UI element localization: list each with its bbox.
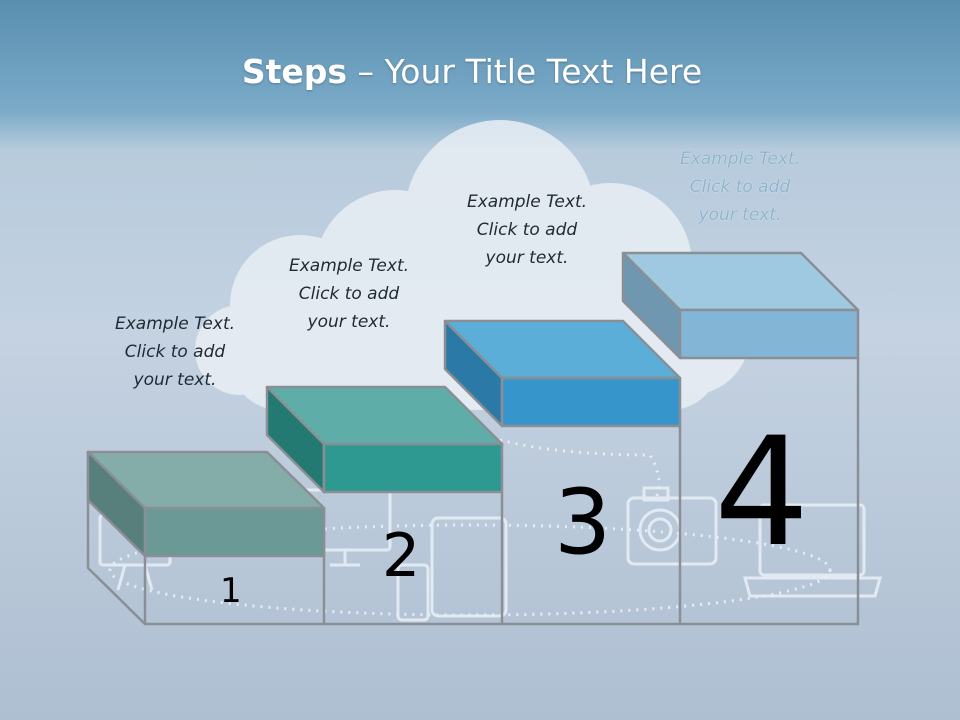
step-1-label-line1: Example Text.: [114, 314, 236, 334]
step-2-label[interactable]: Example Text. Click to add your text.: [264, 252, 434, 336]
step-2-block[interactable]: [265, 385, 504, 494]
step-2-label-line1: Example Text.: [288, 256, 410, 276]
step-1-label-line3: your text.: [133, 370, 217, 390]
step-3-number: 3: [554, 470, 612, 575]
step-4-label-line1: Example Text.: [679, 149, 801, 169]
step-4-number: 4: [714, 406, 810, 580]
step-1-number: 1: [220, 571, 242, 611]
step-1-front: [143, 506, 326, 558]
step-3-label-line3: your text.: [485, 248, 569, 268]
step-2-label-line3: your text.: [307, 312, 391, 332]
step-4-label-line2: Click to add: [689, 177, 791, 197]
step-3-block[interactable]: [443, 319, 682, 428]
step-3-label-line2: Click to add: [476, 220, 578, 240]
laptop-icon: [743, 503, 882, 598]
camera-icon: [626, 486, 718, 566]
step-2-label-line2: Click to add: [298, 284, 400, 304]
step-2-number: 2: [382, 521, 421, 591]
step-1-block[interactable]: [86, 450, 326, 558]
step-3-label-line1: Example Text.: [466, 192, 588, 212]
step-4-label[interactable]: Example Text. Click to add your text.: [655, 145, 825, 229]
title-rest: – Your Title Text Here: [347, 52, 703, 91]
step-4-block[interactable]: [621, 251, 860, 360]
step-3-label[interactable]: Example Text. Click to add your text.: [442, 188, 612, 272]
step-4-front: [678, 308, 860, 360]
tablet-icon: [396, 516, 508, 622]
step-4-label-line3: your text.: [698, 205, 782, 225]
step-1-label-line2: Click to add: [124, 342, 226, 362]
step-2-front: [322, 442, 504, 494]
title-bold: Steps: [241, 52, 348, 91]
page-title[interactable]: Steps – Your Title Text Here: [0, 52, 944, 91]
step-3-front: [500, 376, 682, 428]
step-1-label[interactable]: Example Text. Click to add your text.: [90, 310, 260, 394]
